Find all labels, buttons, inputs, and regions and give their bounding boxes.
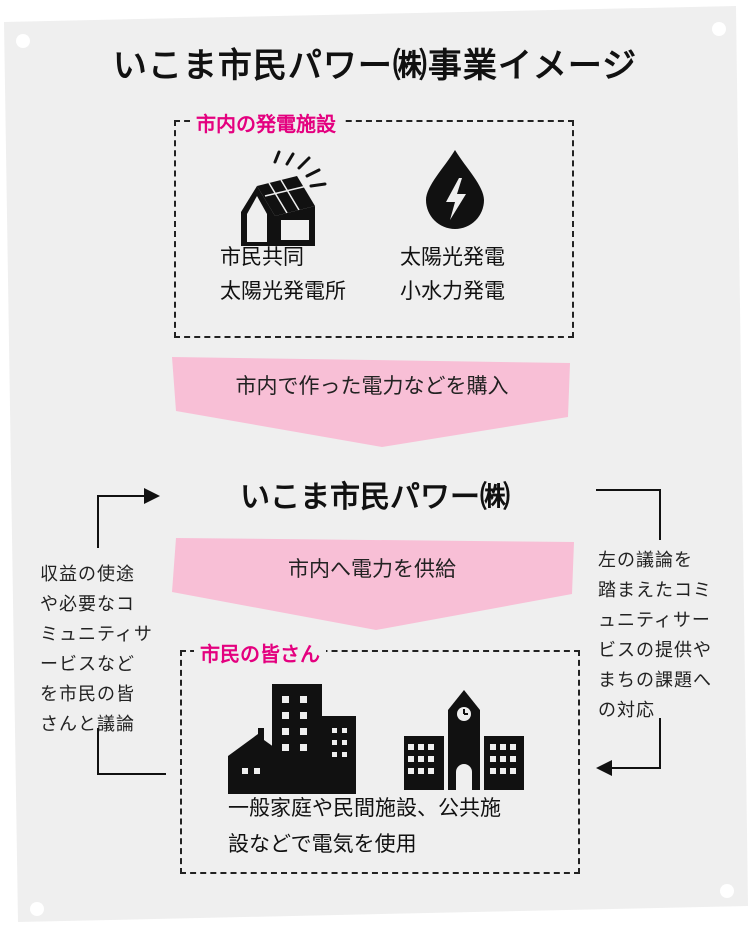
left-note: 収益の使途 や必要なコ ミュニティサ ービスなど を市民の皆 さんと議論 — [40, 560, 153, 740]
purchase-arrow-band — [172, 357, 570, 447]
citizens-label: 市民の皆さん — [194, 638, 326, 667]
right-note-line: の対応 — [598, 700, 655, 721]
city-buildings-icon — [228, 684, 356, 794]
citizen-solar-text: 市民共同 太陽光発電所 — [220, 240, 346, 308]
right-note-line: 踏まえたコミ — [598, 580, 712, 601]
supply-text: 市内へ電力を供給 — [288, 557, 456, 581]
usage-text: 一般家庭や民間施設、公共施 設などで電気を使用 — [228, 790, 501, 862]
solar-house-icon — [241, 150, 327, 246]
power-types-line2: 小水力発電 — [400, 279, 505, 303]
left-note-line: や必要なコ — [40, 594, 135, 615]
supply-arrow-band — [172, 538, 574, 630]
page-title: いこま市民パワー㈱事業イメージ — [112, 46, 638, 86]
purchase-text: 市内で作った電力などを購入 — [235, 374, 509, 398]
right-note: 左の議論を 踏まえたコミ ュニティサー ビスの提供や まちの課題へ の対応 — [598, 546, 712, 726]
left-note-line: さんと議論 — [40, 714, 135, 735]
left-note-line: ミュニティサ — [40, 624, 153, 645]
left-note-line: 収益の使途 — [40, 564, 135, 585]
citizens-box — [180, 650, 580, 874]
pin-bottom-left — [30, 902, 44, 916]
pin-top-right — [712, 22, 726, 36]
arrow-right-icon — [144, 488, 160, 504]
power-facilities-box — [174, 120, 574, 338]
right-note-line: ビスの提供や — [598, 640, 712, 661]
water-drop-lightning-icon — [426, 150, 484, 229]
company-name: いこま市民パワー㈱ — [240, 480, 510, 515]
right-note-line: まちの課題へ — [598, 670, 712, 691]
citizen-solar-line2: 太陽光発電所 — [220, 279, 346, 303]
left-note-line: ービスなど — [40, 654, 135, 675]
school-building-icon — [404, 690, 524, 790]
left-note-line: を市民の皆 — [40, 684, 135, 705]
pin-bottom-right — [720, 884, 734, 898]
power-types-line1: 太陽光発電 — [400, 245, 505, 269]
usage-line1: 一般家庭や民間施設、公共施 — [228, 796, 501, 820]
arrow-left-icon — [596, 760, 612, 776]
right-note-line: ュニティサー — [598, 610, 711, 631]
right-note-line: 左の議論を — [598, 550, 693, 571]
power-types-text: 太陽光発電 小水力発電 — [400, 240, 505, 308]
power-facilities-label: 市内の発電施設 — [190, 108, 342, 137]
usage-line2: 設などで電気を使用 — [228, 832, 417, 856]
pin-top-left — [16, 34, 30, 48]
citizen-solar-line1: 市民共同 — [220, 245, 304, 269]
